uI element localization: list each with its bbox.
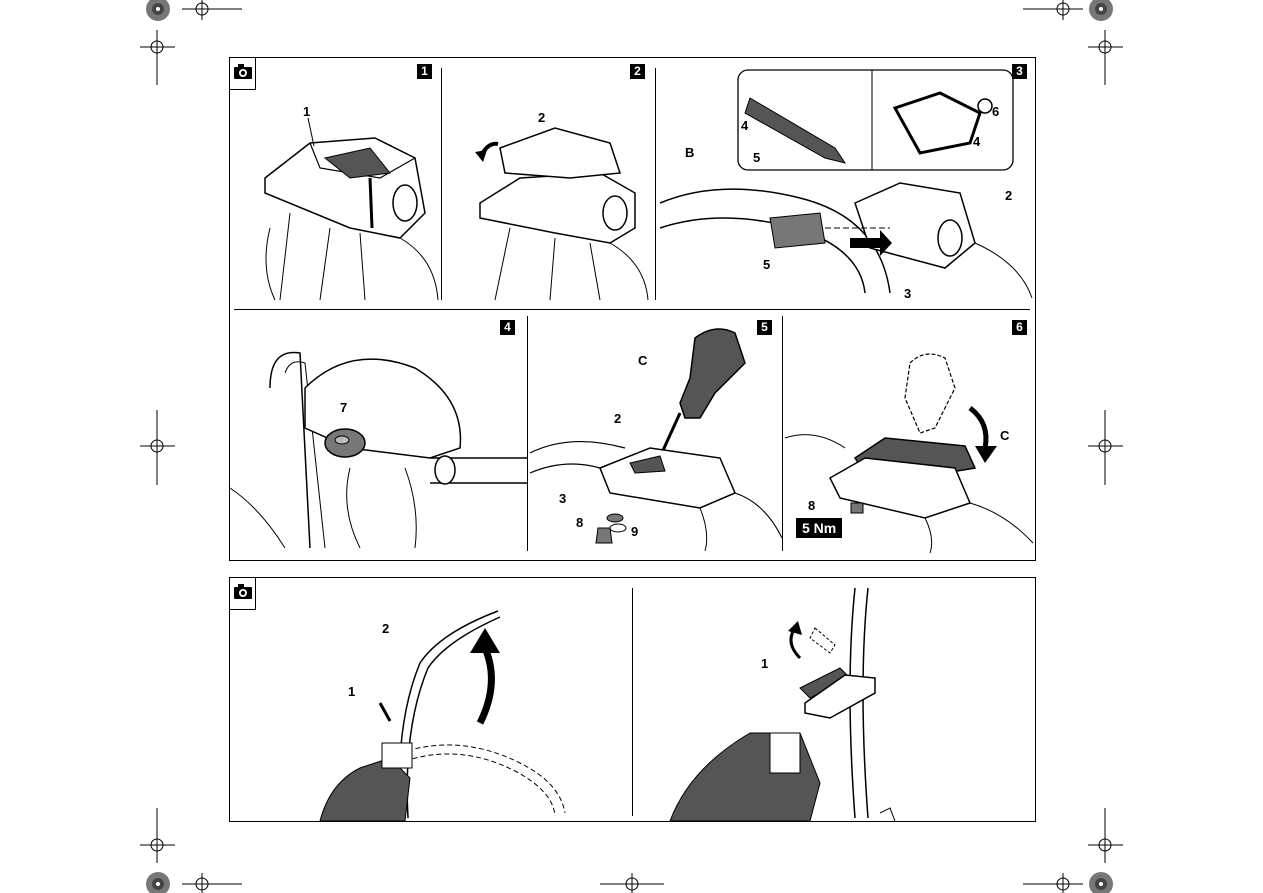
callout-label: 2 bbox=[382, 622, 389, 636]
step-3-drawing bbox=[660, 68, 1035, 303]
registration-mark-icon bbox=[1088, 30, 1123, 85]
color-wheel-icon bbox=[145, 870, 171, 893]
registration-mark-icon bbox=[1088, 808, 1123, 863]
assembly-figure-top: 1 2 3 4 5 6 1 2 bbox=[229, 57, 1036, 561]
leader-line bbox=[306, 118, 316, 148]
callout-label: 3 bbox=[559, 492, 566, 506]
callout-label: 9 bbox=[631, 525, 638, 539]
registration-mark-icon bbox=[140, 808, 175, 863]
panel-divider bbox=[441, 68, 442, 300]
callout-label: 8 bbox=[576, 516, 583, 530]
callout-label: 5 bbox=[763, 258, 770, 272]
callout-label: 1 bbox=[348, 685, 355, 699]
callout-label: 2 bbox=[1005, 189, 1012, 203]
step-5-drawing bbox=[530, 323, 782, 551]
callout-label: B bbox=[685, 146, 694, 160]
color-wheel-icon bbox=[145, 0, 171, 22]
camera-icon bbox=[230, 578, 256, 610]
step-1-drawing bbox=[250, 118, 440, 300]
callout-label: 4 bbox=[973, 135, 980, 149]
color-wheel-icon bbox=[1088, 0, 1114, 22]
registration-mark-icon bbox=[600, 873, 664, 893]
callout-label: 8 bbox=[808, 499, 815, 513]
registration-mark-icon bbox=[1088, 410, 1123, 485]
registration-mark-icon bbox=[1023, 873, 1083, 893]
callout-label: 1 bbox=[303, 105, 310, 119]
callout-label: 1 bbox=[761, 657, 768, 671]
callout-label: C bbox=[638, 354, 647, 368]
callout-label: C bbox=[1000, 429, 1009, 443]
step-4-drawing bbox=[230, 328, 527, 548]
registration-mark-icon bbox=[140, 410, 175, 485]
callout-label: 5 bbox=[753, 151, 760, 165]
registration-mark-icon bbox=[182, 0, 242, 20]
callout-label: 6 bbox=[992, 105, 999, 119]
panel-divider bbox=[655, 68, 656, 300]
handle-raise-drawing bbox=[310, 603, 630, 821]
panel-divider bbox=[632, 588, 633, 816]
registration-mark-icon bbox=[140, 30, 175, 85]
handle-lock-drawing bbox=[650, 583, 1030, 821]
panel-divider bbox=[782, 316, 783, 551]
color-wheel-icon bbox=[1088, 870, 1114, 893]
callout-label: 3 bbox=[904, 287, 911, 301]
row-divider bbox=[234, 309, 1030, 310]
direction-arrow-icon bbox=[473, 134, 503, 164]
assembly-figure-bottom: 2 1 1 bbox=[229, 577, 1036, 822]
callout-label: 2 bbox=[538, 111, 545, 125]
step-badge-1: 1 bbox=[417, 64, 432, 79]
panel-divider bbox=[527, 316, 528, 551]
callout-label: 4 bbox=[741, 119, 748, 133]
registration-mark-icon bbox=[182, 873, 242, 893]
step-badge-2: 2 bbox=[630, 64, 645, 79]
callout-label: 7 bbox=[340, 401, 347, 415]
registration-mark-icon bbox=[1023, 0, 1083, 20]
callout-label: 2 bbox=[614, 412, 621, 426]
torque-label: 5 Nm bbox=[796, 518, 842, 538]
camera-icon bbox=[230, 58, 256, 90]
